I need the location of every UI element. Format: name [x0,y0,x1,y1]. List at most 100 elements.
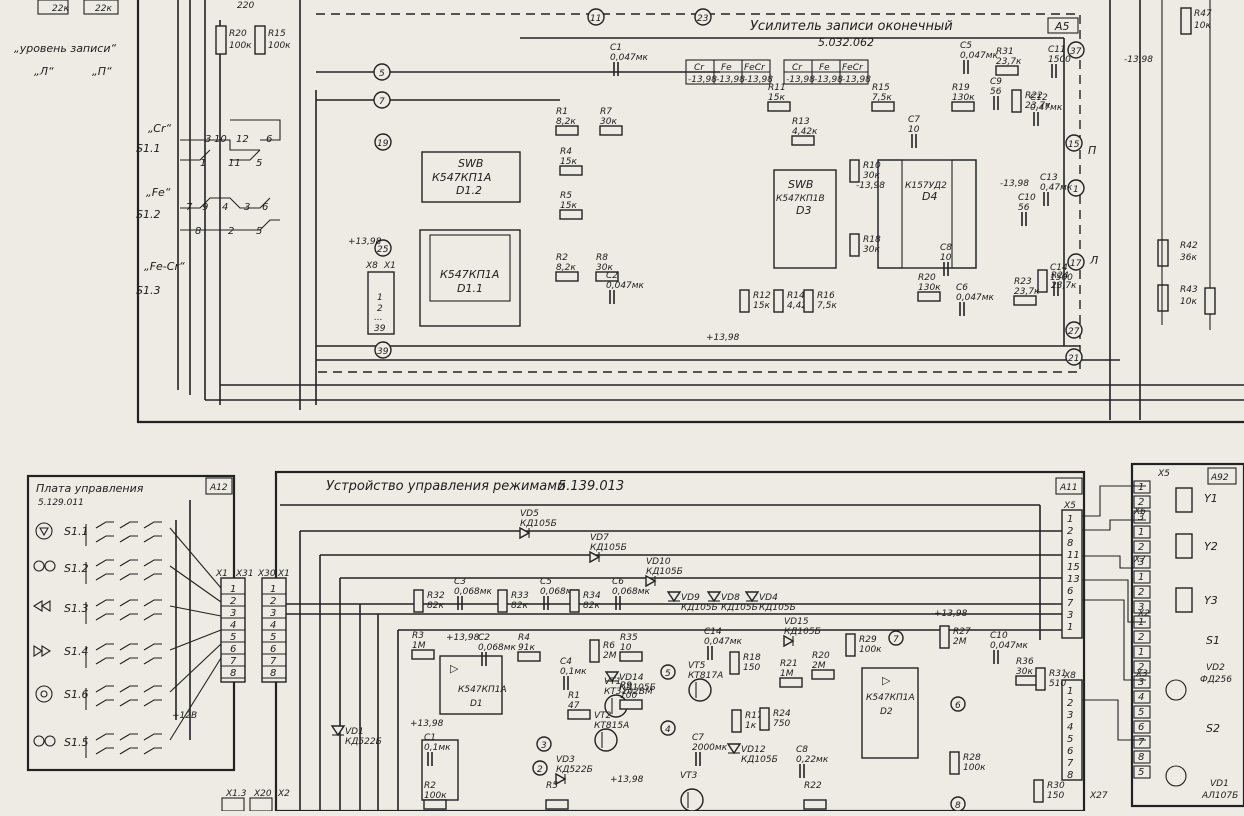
panel-pin-2: 2 [230,596,236,607]
modes-pin-2: 2 [270,596,276,607]
resistor-r8 [595,271,619,282]
ref-vd15: VD15 [784,617,809,627]
x5-pin-6-6: 6 [1067,586,1073,597]
ref-vd4: VD4 [759,593,778,603]
panel-pin-7: 7 [230,656,237,667]
rb-pin-19: 5 [1138,767,1144,778]
val-r3: 1М [412,641,426,651]
svg-text:3: 3 [244,202,250,213]
modes-supply-a: +13,98 [446,633,480,643]
conn-x8: X8 [1063,671,1076,681]
svg-text:R42: R42 [1180,241,1198,251]
val-r32: 82к [427,601,444,611]
val-r24: 23,7к [1051,281,1077,291]
rb-pin-box [1133,495,1151,509]
rb-pin-8: 3 [1138,602,1144,613]
panel-sw-s11: S1.1 [64,525,88,538]
ic-d11-inner [429,234,511,302]
rb-pin-box [1133,525,1151,539]
node-15: 15 [1068,140,1080,150]
modes-node-3 [536,736,552,752]
switch-s11-label: S1.1 [136,142,160,155]
x8-pin-1: 1 [377,293,383,303]
modes-node-label-4: 4 [665,725,671,735]
contact [143,521,162,529]
ic-d3-name: SWB [788,178,813,191]
modes-ic-d2 [861,667,919,759]
ic-d12-type: К547КП1А [432,171,491,184]
rb-x2: X2 [1137,609,1150,619]
capacitor-c10 [1021,212,1027,226]
svg-text:12: 12 [236,134,249,145]
modes-node-4 [660,720,676,736]
right-side-parts: R47 10к R42 36к R43 10к -13,98 [1124,0,1216,330]
ref-c12: C12 [1030,93,1048,103]
panel-pin-8: 8 [230,668,236,679]
ref-vd12: VD12 [741,745,766,755]
rb-pin-15: 5 [1138,707,1144,718]
val-vd7: КД105Б [590,543,627,553]
amp-nodes: 11 23 5 7 19 25 39 37 15 1 17 27 21 [373,8,1085,366]
val-c11: 1500 [1048,55,1071,65]
ref-r15: R15 [872,83,890,93]
contact [119,599,138,607]
val-r4: 91к [518,643,535,653]
modes-ic-d1-tri: ▷ [450,662,459,675]
panel-sw-s13: S1.3 [64,602,88,615]
ref-r2: R2 [424,781,436,791]
capacitor-c6 [959,302,965,316]
resistor-r2 [423,799,447,810]
panel-frame [26,474,236,772]
rb-pin-box [1133,750,1151,764]
ref-r24: R24 [773,709,791,719]
conn-x27: X27 [1089,791,1108,801]
rb-s2: S2 [1206,722,1220,735]
ref-c8: C8 [940,243,952,253]
svg-text:10к: 10к [1194,21,1211,31]
ic-d3-ref: D3 [796,204,811,217]
modes-title: Устройство управления режимами [326,479,565,494]
panel-block-box [205,477,233,495]
val-r31: 510 [1049,679,1066,689]
ic-d4-ref: D4 [922,190,937,203]
resistor-r6 [589,639,600,663]
val-r21: 1М [780,669,794,679]
x8-pin-8: 8 [1067,770,1073,781]
resistor-r30 [1033,779,1044,803]
resistor-r24 [1037,269,1048,293]
top-left-area: 22к 22к 220 „уровень записи“ „Л“ „П“ „Cr… [14,0,1244,424]
svg-text:-13,98: -13,98 [842,75,871,85]
svg-text:5: 5 [256,226,262,237]
svg-text:1: 1 [200,158,206,169]
diode-vd10 [645,574,657,588]
node-23: 23 [697,14,709,24]
contact [119,521,138,529]
svg-text:4: 4 [222,202,228,213]
panel-pin-6: 6 [230,644,236,655]
rb-pin-box [1133,510,1151,524]
contact [119,657,138,665]
node-37: 37 [1070,47,1082,57]
amp-components: C10,047мкR18,2кR730кR415кR515кR28,2кR830… [555,41,1077,316]
x5-pin-3-8: 3 [1067,610,1073,621]
svg-text:-13,98: -13,98 [744,75,773,85]
conn-x20: X20 [253,789,272,799]
rb-s1: S1 [1206,634,1220,647]
modes-pin-6: 6 [270,644,276,655]
val-r1: 47 [568,701,580,711]
rb-pin-box [1133,585,1151,599]
svg-text:3: 3 [205,134,211,145]
value-220: 220 [237,1,254,11]
capacitor-c5 [963,60,969,74]
val-r18: 150 [743,663,760,673]
modes-supply-d: +13,98 [610,775,644,785]
rb-x7: X7 [1133,555,1146,565]
ref-c1: C1 [424,733,436,743]
resistor-r22 [803,799,827,810]
ref-c2: C2 [606,271,618,281]
rb-pin-12: 2 [1138,662,1144,673]
ref-c14: C14 [704,627,722,637]
conn-x1-modes: X1 [277,569,290,579]
